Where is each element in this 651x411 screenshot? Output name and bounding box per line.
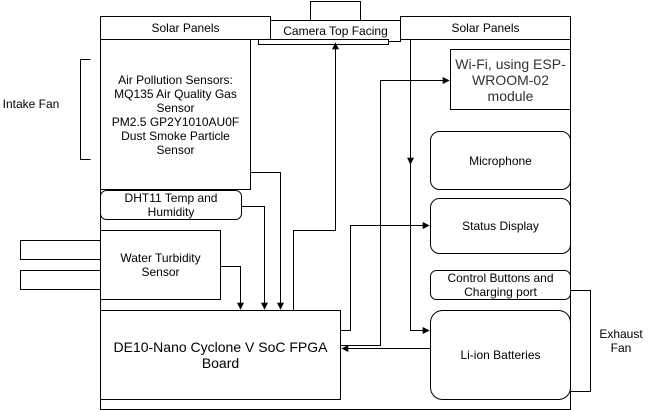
fpga-shape [100, 310, 341, 400]
arrow-fpga-to-wifi [340, 77, 450, 346]
exhaust-fan-label: Exhaust Fan [599, 327, 643, 355]
arrow-fpga-to-status [340, 222, 430, 331]
dht11-label: DHT11 Temp and Humidity [124, 191, 218, 219]
exhaust-fan-bracket [570, 290, 591, 392]
camera-mount-shape [310, 1, 361, 21]
camera-ledge-shape [258, 39, 389, 45]
arrow-dht11-to-fpga [241, 206, 268, 310]
arrow-fpga-to-camera [293, 42, 339, 311]
control-buttons-label: Control Buttons and Charging port [447, 271, 554, 299]
microphone-shape [430, 131, 571, 190]
status-display-shape [430, 198, 571, 254]
wifi-label: Wi-Fi, using ESP- WROOM-02 module [455, 55, 566, 104]
batteries-label: Li-ion Batteries [460, 348, 541, 362]
air-sensors-shape [100, 39, 251, 190]
water-turbidity-label: Water Turbidity Sensor [120, 251, 201, 279]
water-pipe-top [20, 240, 101, 260]
intake-fan-bracket [80, 59, 91, 160]
solar-panel-right-label: Solar Panels [451, 21, 520, 35]
status-display-label: Status Display [462, 219, 539, 233]
wifi-shape [450, 49, 571, 110]
arrow-solar-to-batteries [410, 39, 430, 334]
intake-fan-label: Intake Fan [2, 97, 60, 111]
solar-panel-left-label: Solar Panels [151, 21, 220, 35]
camera-label: Camera Top Facing [283, 24, 388, 38]
air-sensors-label: Air Pollution Sensors: MQ135 Air Quality… [111, 72, 240, 157]
microphone-label: Microphone [469, 153, 532, 168]
water-pipe-bottom [20, 270, 101, 290]
fpga-label: DE10-Nano Cyclone V SoC FPGA Board [113, 339, 328, 371]
arrow-water-to-fpga [220, 266, 244, 310]
dht11-shape [100, 190, 242, 220]
arrow-air-to-fpga [250, 172, 284, 310]
batteries-shape [430, 310, 571, 400]
control-buttons-shape [430, 270, 571, 300]
water-turbidity-shape [100, 230, 221, 300]
